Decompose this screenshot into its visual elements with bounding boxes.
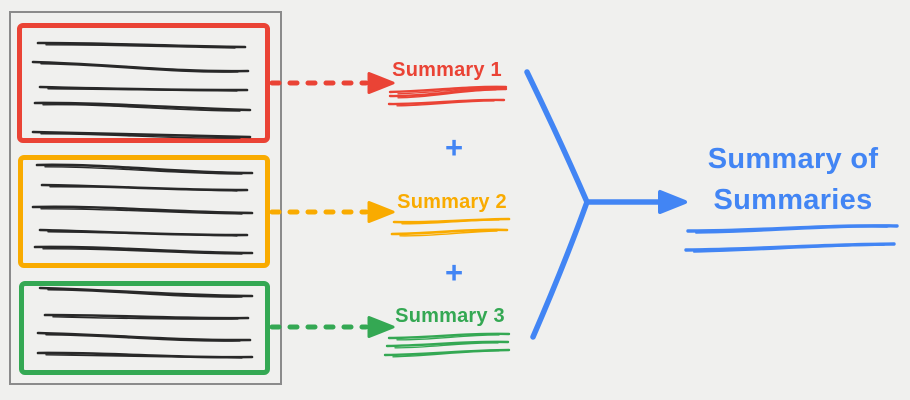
scribble-stroke bbox=[397, 89, 497, 99]
chunk-1-to-summary-1-arrow bbox=[269, 72, 395, 94]
scribble-stroke bbox=[45, 334, 241, 342]
document-chunk-3-box bbox=[19, 281, 270, 375]
summary-3-scribble bbox=[383, 332, 511, 358]
result-title-line1: Summary of bbox=[707, 143, 879, 175]
scribble-stroke bbox=[45, 44, 236, 49]
scribble-stroke bbox=[686, 224, 899, 233]
scribble-stroke bbox=[387, 98, 506, 106]
orange-arrowhead-icon bbox=[367, 201, 395, 223]
scribble-stroke bbox=[43, 313, 250, 320]
scribble-stroke bbox=[47, 88, 238, 92]
document-chunk-2-box bbox=[18, 155, 270, 268]
scribble-stroke bbox=[42, 248, 243, 255]
scribble-stroke bbox=[40, 63, 239, 73]
summary-3-label: Summary 3 bbox=[395, 305, 505, 327]
scribble-stroke bbox=[396, 334, 500, 341]
source-document-box bbox=[9, 11, 282, 385]
scribble-stroke bbox=[31, 60, 250, 73]
scribble-stroke bbox=[396, 100, 495, 107]
scribble-stroke bbox=[390, 228, 509, 236]
result-title-line2: Summaries bbox=[713, 184, 873, 216]
scribble-stroke bbox=[693, 244, 885, 253]
scribble-stroke bbox=[387, 332, 511, 340]
result-scribble bbox=[684, 224, 899, 253]
scribble-stroke bbox=[31, 205, 254, 215]
result-title: Summary of Summaries bbox=[660, 139, 910, 221]
summary-2-scribble bbox=[390, 217, 511, 237]
summary-2-label: Summary 2 bbox=[397, 191, 507, 213]
scribble-stroke bbox=[49, 186, 238, 192]
scribble-stroke bbox=[33, 245, 254, 255]
scribble-stroke bbox=[399, 230, 498, 237]
scribble-stroke bbox=[40, 208, 243, 215]
chunk-3-to-summary-3-arrow bbox=[269, 316, 395, 338]
scribble-stroke bbox=[383, 348, 511, 357]
red-arrowhead-icon bbox=[367, 72, 395, 94]
scribble-stroke bbox=[33, 101, 252, 112]
chunk-2-to-summary-2-arrow bbox=[269, 201, 395, 223]
scribble-stroke bbox=[45, 354, 243, 359]
plus-operator-2: + bbox=[444, 255, 464, 290]
green-arrowhead-icon bbox=[367, 316, 395, 338]
scribble-stroke bbox=[52, 316, 239, 320]
scribble-stroke bbox=[36, 331, 252, 342]
summary-1-scribble bbox=[387, 85, 508, 107]
scribble-stroke bbox=[38, 286, 254, 298]
scribble-stroke bbox=[47, 289, 243, 298]
scribble-stroke bbox=[388, 87, 508, 98]
scribble-stroke bbox=[392, 350, 500, 358]
document-chunk-1-box bbox=[17, 23, 270, 143]
scribble-stroke bbox=[31, 130, 252, 139]
scribble-stroke bbox=[392, 217, 511, 224]
scribble-stroke bbox=[401, 219, 500, 225]
scribble-stroke bbox=[40, 133, 241, 139]
plus-operator-1: + bbox=[444, 130, 464, 165]
scribble-stroke bbox=[684, 242, 896, 252]
scribble-stroke bbox=[385, 340, 510, 348]
summary-1-label: Summary 1 bbox=[392, 59, 502, 81]
scribble-stroke bbox=[397, 87, 497, 95]
merge-arrow bbox=[524, 69, 687, 340]
document-text-scribbles bbox=[31, 41, 254, 359]
scribble-stroke bbox=[42, 103, 241, 112]
scribble-stroke bbox=[47, 231, 238, 237]
scribble-stroke bbox=[44, 166, 243, 175]
scribble-stroke bbox=[695, 225, 888, 234]
scribble-stroke bbox=[35, 163, 254, 175]
merge-branches bbox=[524, 69, 590, 340]
merge-arrowhead-icon bbox=[658, 190, 687, 214]
scribble-stroke bbox=[388, 85, 508, 94]
scribble-stroke bbox=[36, 41, 247, 49]
scribble-stroke bbox=[394, 342, 499, 349]
